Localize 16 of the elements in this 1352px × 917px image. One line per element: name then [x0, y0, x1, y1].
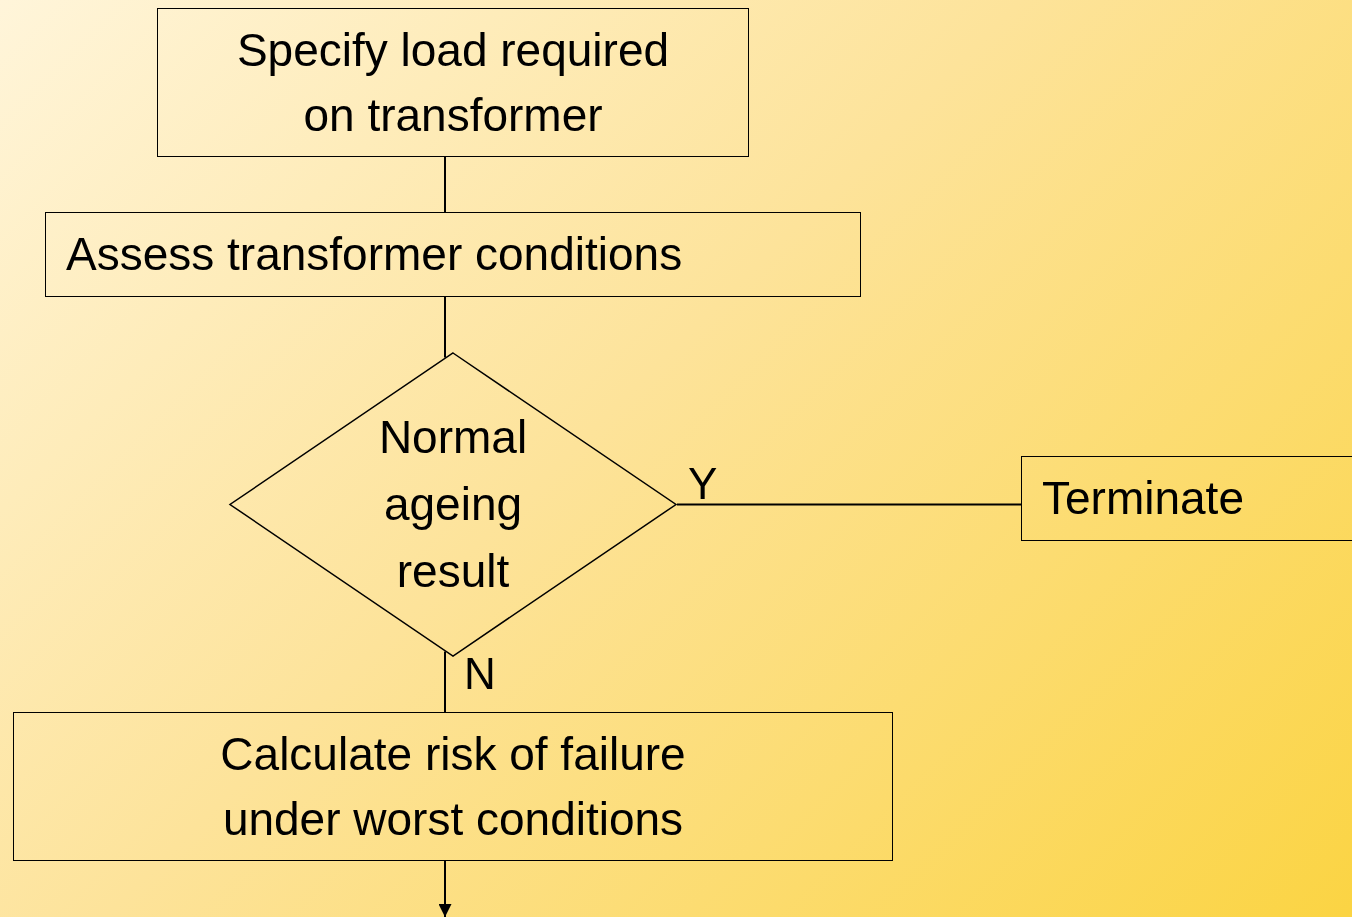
arrow: [438, 860, 452, 917]
process-box: [13, 712, 893, 861]
node-label: Terminate: [1042, 471, 1244, 527]
edge-label: N: [464, 652, 496, 696]
node-label: Normal ageing result: [377, 410, 529, 599]
connector-line: [444, 650, 446, 713]
edge-label: Y: [688, 462, 718, 506]
connector-line: [676, 503, 1022, 506]
process-box: [45, 212, 861, 297]
node-label: Specify load required on transformer: [235, 23, 671, 143]
connector-line: [444, 156, 446, 213]
process-box: [157, 8, 749, 157]
process-box: [1021, 456, 1352, 541]
node-label: Calculate risk of failure under worst conditions: [219, 727, 687, 847]
connector-line: [444, 296, 446, 359]
node-label: Assess transformer conditions: [66, 227, 683, 283]
